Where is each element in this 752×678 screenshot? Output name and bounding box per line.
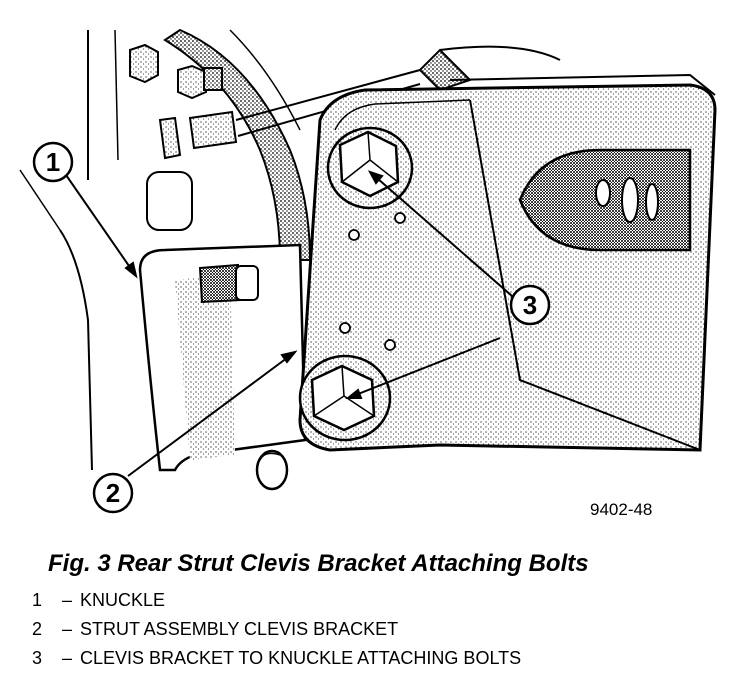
legend: 1–KNUCKLE 2–STRUT ASSEMBLY CLEVIS BRACKE…: [32, 586, 521, 673]
upper-nut: [129, 43, 223, 100]
legend-item: 2–STRUT ASSEMBLY CLEVIS BRACKET: [32, 615, 521, 644]
callout-1-label: 1: [46, 147, 60, 177]
callout-3-label: 3: [523, 290, 537, 320]
legend-item-number: 3: [32, 648, 43, 668]
figure-code: 9402-48: [590, 500, 653, 519]
leader-lines: [65, 170, 513, 477]
knuckle: [138, 243, 307, 491]
legend-item: 3–CLEVIS BRACKET TO KNUCKLE ATTACHING BO…: [32, 644, 521, 673]
figure-caption: Fig. 3 Rear Strut Clevis Bracket Attachi…: [48, 550, 589, 577]
legend-item: 1–KNUCKLE: [32, 586, 521, 615]
body-panel: [19, 29, 119, 471]
knuckle-slot: [146, 171, 193, 231]
legend-item-separator: –: [61, 648, 72, 668]
upper-attaching-bolt: [326, 126, 414, 210]
legend-item-number: 2: [32, 619, 43, 639]
legend-item-text: STRUT ASSEMBLY CLEVIS BRACKET: [80, 619, 399, 639]
callout-3: 3: [509, 284, 551, 326]
strut-bracket-illustration: 1 2 3: [19, 28, 717, 514]
legend-item-text: KNUCKLE: [80, 590, 166, 610]
legend-item-separator: –: [61, 619, 72, 639]
legend-item-separator: –: [61, 590, 72, 610]
legend-item-text: CLEVIS BRACKET TO KNUCKLE ATTACHING BOLT…: [80, 648, 522, 668]
lower-attaching-bolt: [298, 354, 392, 442]
callout-1: 1: [32, 141, 74, 183]
callout-2: 2: [92, 472, 134, 514]
callout-2-label: 2: [106, 478, 120, 508]
legend-item-number: 1: [32, 590, 43, 610]
